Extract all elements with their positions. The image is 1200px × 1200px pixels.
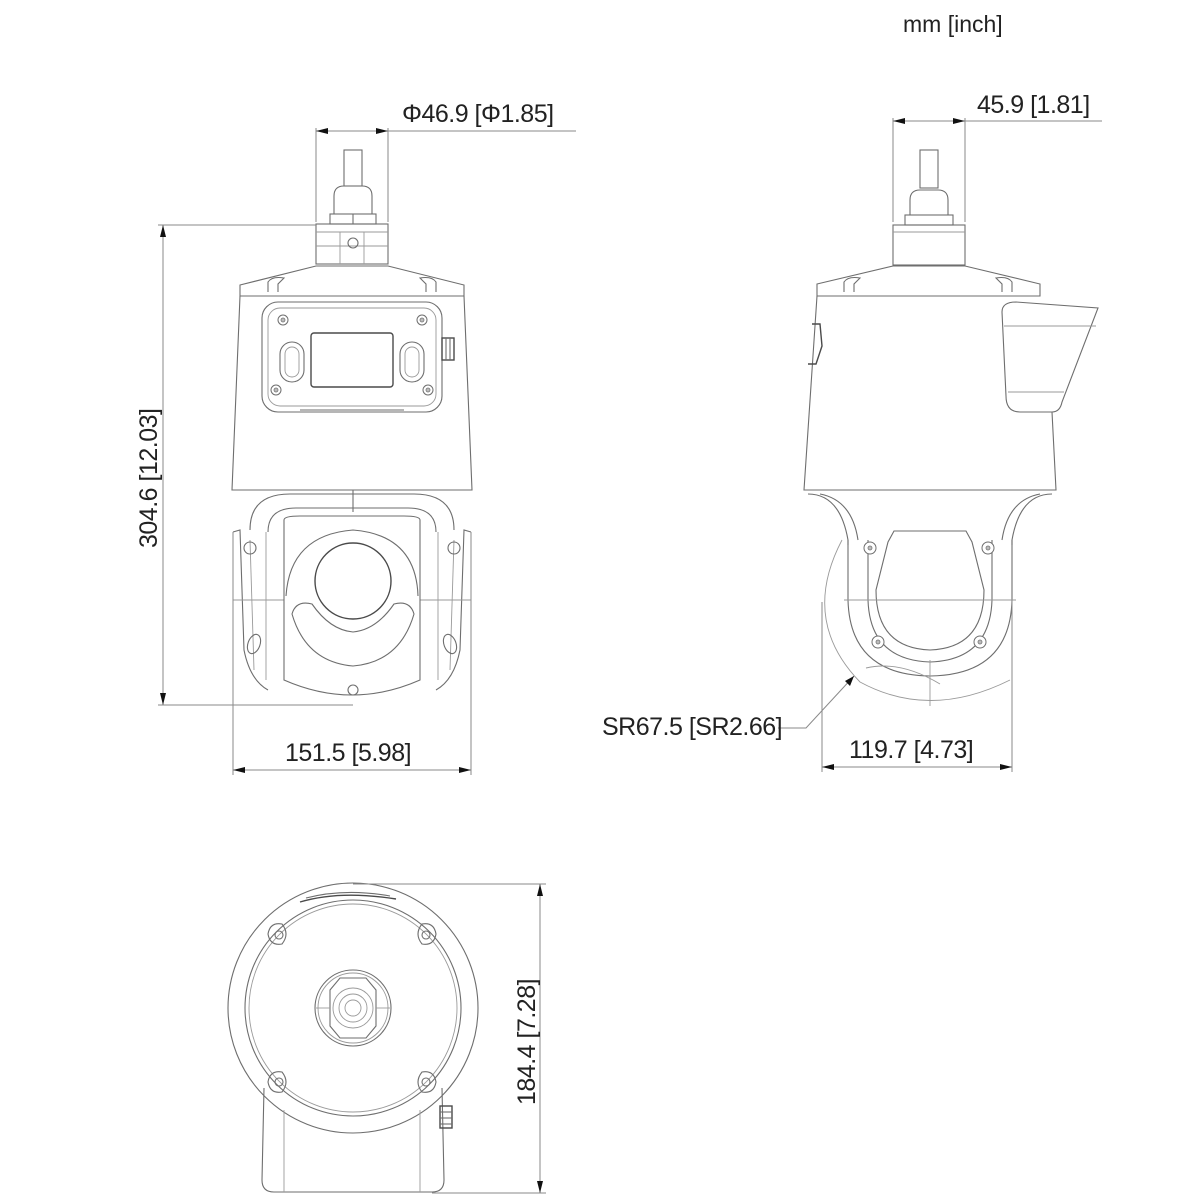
u-bracket bbox=[847, 540, 1013, 677]
bottom-housing bbox=[261, 1087, 445, 1193]
left-arm bbox=[807, 493, 849, 545]
dim-bottom-height: 184.4 [7.28] bbox=[513, 979, 541, 1105]
cable bbox=[919, 149, 939, 189]
lens-hood bbox=[291, 602, 415, 667]
lens bbox=[314, 542, 392, 620]
panel-frame bbox=[261, 301, 443, 413]
upper-housing bbox=[803, 295, 1057, 491]
cable bbox=[343, 149, 363, 187]
side-view: 45.9 [1.81] SR67.5 [SR2.66] 119.7 [4.73] bbox=[602, 91, 1102, 772]
dim-top-diameter: Φ46.9 [Φ1.85] bbox=[402, 100, 554, 128]
right-arm bbox=[435, 529, 472, 691]
camera-head bbox=[875, 530, 985, 651]
dim-front-width: 151.5 [5.98] bbox=[285, 739, 411, 767]
dim-sphere-radius: SR67.5 [SR2.66] bbox=[602, 713, 782, 741]
outer-ring bbox=[227, 882, 479, 1134]
display-window bbox=[310, 332, 394, 388]
yoke-outer bbox=[249, 493, 455, 531]
camera-head bbox=[283, 515, 421, 696]
side-connector bbox=[808, 323, 823, 365]
ir-visor bbox=[1001, 301, 1099, 413]
mount-lug bbox=[267, 1071, 287, 1093]
top-cap bbox=[816, 265, 1041, 297]
mount-lug bbox=[267, 923, 287, 945]
left-arm bbox=[232, 529, 269, 691]
left-slot bbox=[279, 341, 305, 383]
mount-lug bbox=[417, 923, 437, 945]
right-slot bbox=[399, 341, 425, 383]
cable-gland bbox=[909, 189, 949, 215]
dim-top-width: 45.9 [1.81] bbox=[977, 91, 1090, 119]
upper-housing bbox=[231, 295, 473, 491]
mount-neck bbox=[315, 223, 389, 265]
dim-side-width: 119.7 [4.73] bbox=[849, 736, 973, 764]
front-view: Φ46.9 [Φ1.85] 304.6 [12.03] 151.5 [5.98] bbox=[135, 100, 576, 775]
dim-front-height: 304.6 [12.03] bbox=[135, 409, 163, 548]
bottom-view: 184.4 [7.28] bbox=[227, 882, 546, 1194]
cable-fitting bbox=[314, 969, 392, 1047]
sphere-outline bbox=[824, 539, 1011, 701]
mount-lug bbox=[417, 1071, 437, 1093]
side-knob bbox=[441, 337, 455, 361]
mount-neck bbox=[892, 224, 966, 266]
right-arm bbox=[1011, 493, 1053, 545]
cable-gland bbox=[333, 185, 373, 214]
side-knob bbox=[439, 1105, 453, 1129]
units-label: mm [inch] bbox=[903, 11, 1003, 37]
top-cap bbox=[239, 265, 465, 297]
